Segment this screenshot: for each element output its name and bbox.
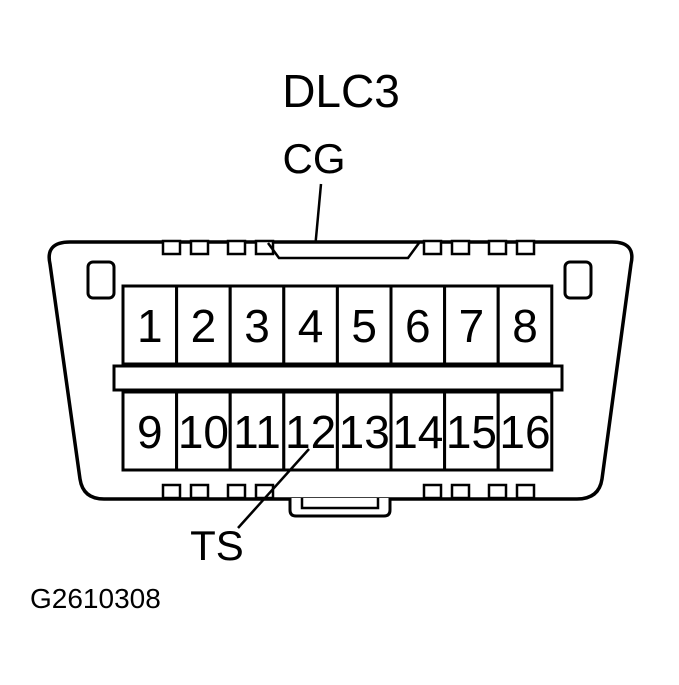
pin-number-1: 1: [137, 300, 163, 352]
top-tooth: [226, 239, 247, 256]
bottom-center-tab-inner: [300, 498, 380, 510]
cg-label: CG: [283, 135, 346, 182]
figure-code: G2610308: [30, 583, 161, 614]
bottom-tooth: [161, 483, 182, 500]
top-tooth: [487, 239, 508, 256]
pin-number-10: 10: [178, 406, 229, 458]
center-bar: [112, 364, 564, 392]
top-tooth: [422, 239, 443, 256]
pin-number-3: 3: [244, 300, 270, 352]
ts-leader-line: [237, 448, 310, 529]
pin-row-2: 9 10 11 12 13 14 15 16: [121, 390, 554, 472]
bottom-tooth: [189, 483, 210, 500]
pin-cell-14: [389, 390, 447, 472]
pin-number-8: 8: [512, 300, 538, 352]
pin-number-14: 14: [392, 406, 443, 458]
top-tooth: [450, 239, 471, 256]
pin-number-2: 2: [191, 300, 217, 352]
bottom-tooth: [515, 483, 536, 500]
pin-number-16: 16: [499, 406, 550, 458]
ts-label: TS: [190, 522, 244, 569]
diagram-title: DLC3: [282, 65, 400, 117]
bottom-tooth: [226, 483, 247, 500]
pin-number-4: 4: [298, 300, 324, 352]
bottom-tooth: [450, 483, 471, 500]
top-tooth: [515, 239, 536, 256]
pin-cell-16: [496, 390, 554, 472]
pin-cell-8: [496, 284, 554, 366]
pin-cell-11: [228, 390, 286, 472]
pin-number-13: 13: [339, 406, 390, 458]
bottom-tooth: [487, 483, 508, 500]
left-mount-slot: [86, 260, 116, 300]
right-mount-slot: [563, 260, 593, 300]
pin-number-7: 7: [459, 300, 485, 352]
pin-number-12: 12: [285, 406, 336, 458]
pin-number-5: 5: [351, 300, 377, 352]
pin-number-9: 9: [137, 406, 163, 458]
pin-cell-15: [443, 390, 500, 472]
pin-row-1: 1 2 3 4 5 6 7 8: [121, 284, 554, 366]
top-tooth: [161, 239, 182, 256]
pin-cell-9: [121, 390, 179, 472]
pin-cell-6: [389, 284, 447, 366]
top-center-notch: [266, 242, 421, 260]
pin-cell-12: [282, 390, 339, 472]
pin-number-11: 11: [233, 406, 281, 458]
top-tooth: [189, 239, 210, 256]
pin-number-15: 15: [446, 406, 497, 458]
pin-number-6: 6: [405, 300, 431, 352]
pin-cell-1: [121, 284, 179, 366]
bottom-tooth: [422, 483, 443, 500]
